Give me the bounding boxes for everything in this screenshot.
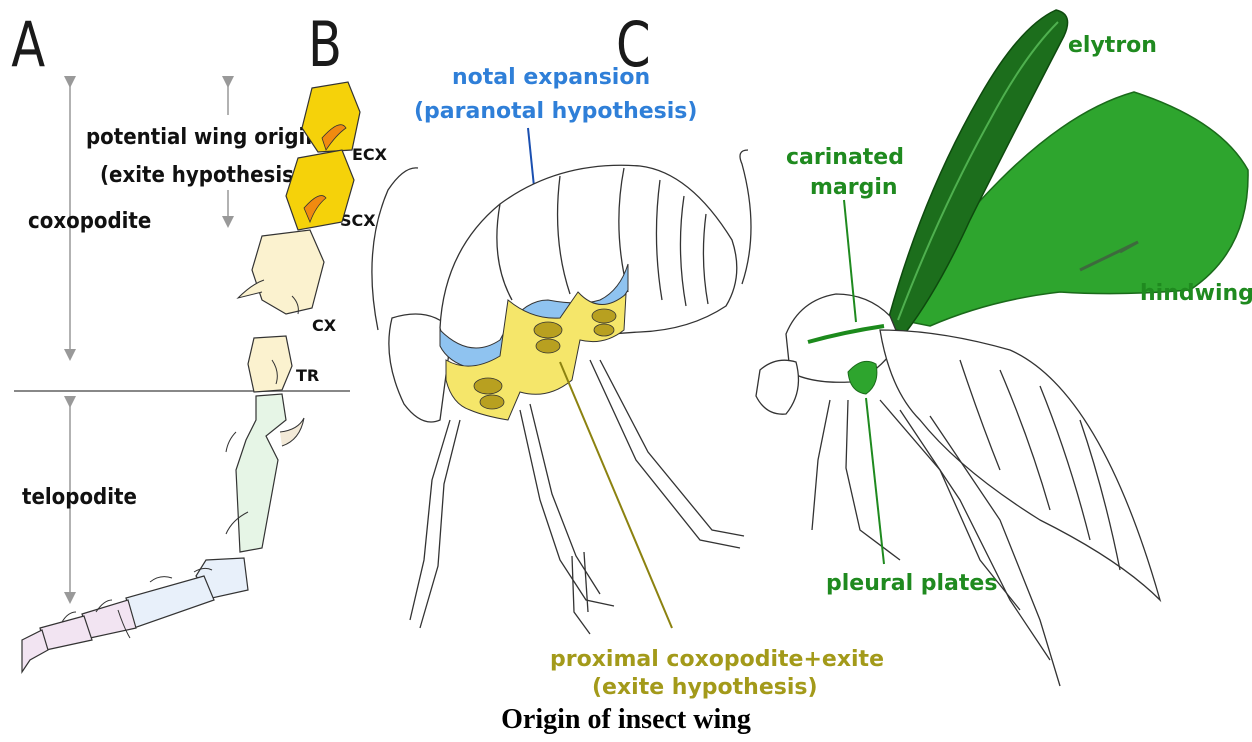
carinated-label-line2: margin — [810, 175, 898, 200]
insect-b-body — [372, 150, 751, 634]
pleural-plates-label: pleural plates — [826, 571, 997, 596]
cx-segment — [238, 230, 324, 314]
telopodite-label: telopodite — [22, 485, 137, 510]
pleural-pointer-line — [866, 398, 884, 564]
hindwing-label: hindwing — [1140, 281, 1252, 306]
panel-a-letter: A — [11, 10, 45, 82]
elytron-label: elytron — [1068, 33, 1157, 58]
proximal-pointer-line — [560, 362, 672, 628]
ecx-segment — [302, 82, 360, 152]
notal-expansion-label-line2: (paranotal hypothesis) — [414, 99, 697, 124]
scx-label: SCX — [340, 211, 376, 230]
wing-origin-label-line1: potential wing origin — [86, 125, 319, 150]
coxopodite-label: coxopodite — [28, 209, 151, 234]
panel-c: C elytron carinated margin — [616, 10, 1252, 686]
wing-origin-label-line2: (exite hypothesis) — [100, 163, 303, 188]
proximal-label-line1: proximal coxopodite+exite — [550, 647, 884, 672]
panel-b-letter: B — [308, 10, 342, 82]
tr-segment — [248, 336, 292, 392]
telopodite-segments — [22, 394, 304, 672]
panel-a: A potential wing origin (exite hypothesi… — [11, 10, 387, 672]
insect-c-body — [756, 294, 1160, 686]
figure-caption: Origin of insect wing — [0, 704, 1252, 736]
panel-c-letter: C — [616, 10, 651, 82]
proximal-label-line2: (exite hypothesis) — [592, 675, 818, 700]
carinated-label-line1: carinated — [786, 145, 904, 170]
ecx-label: ECX — [352, 145, 388, 164]
cx-label: CX — [312, 316, 337, 335]
tr-label: TR — [296, 366, 319, 385]
